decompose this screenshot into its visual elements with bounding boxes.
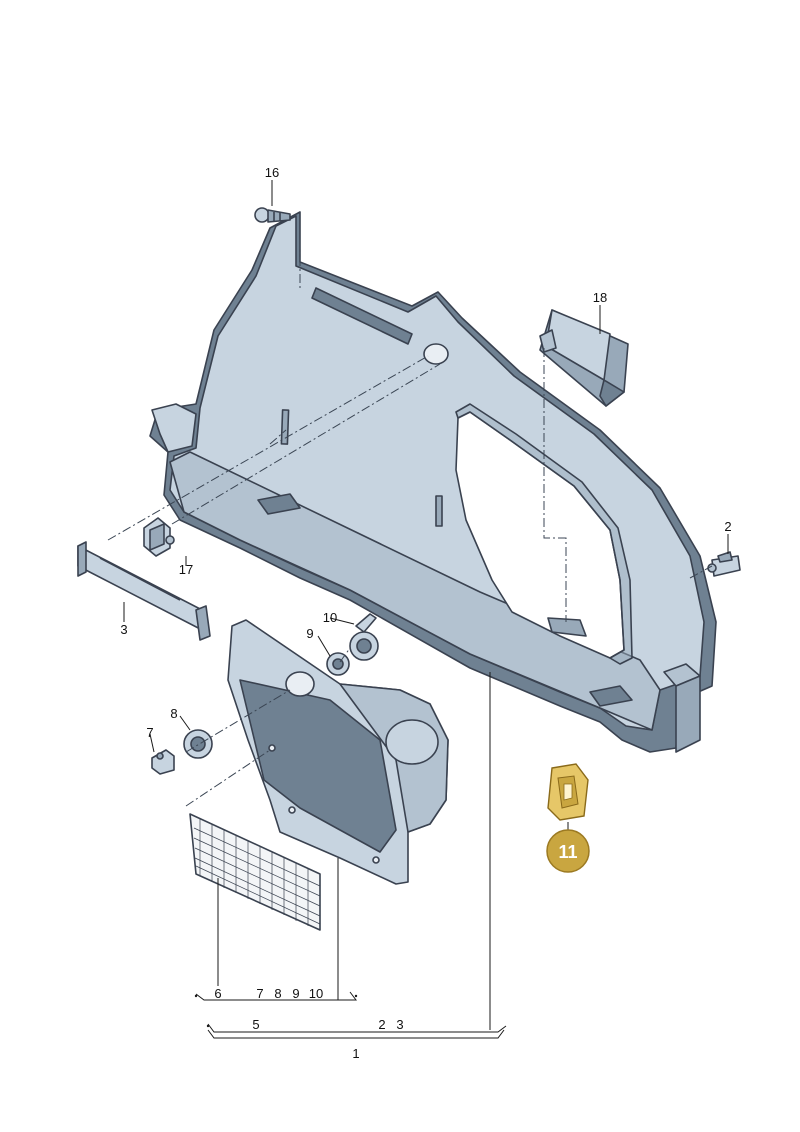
fastener-part-7[interactable] (151, 749, 175, 775)
bracket-label-6: 6 (214, 986, 221, 1001)
callout-3[interactable]: 3 (120, 622, 127, 637)
callout-17[interactable]: 17 (179, 562, 193, 577)
callout-18[interactable]: 18 (593, 290, 607, 305)
ring-part-9[interactable] (326, 652, 350, 676)
bracket-label-10: 10 (309, 986, 323, 1001)
callout-8[interactable]: 8 (170, 706, 177, 721)
bracket-label-7: 7 (256, 986, 263, 1001)
assembly-lines (107, 240, 713, 807)
highlighted-part-11[interactable] (547, 763, 589, 821)
bracket-label-8: 8 (274, 986, 281, 1001)
callout-16[interactable]: 16 (265, 165, 279, 180)
callout-labels: 16 18 2 17 3 10 9 8 7 6 7 8 9 10 5 2 3 1 (120, 165, 731, 1061)
strip-part-3[interactable] (77, 541, 211, 641)
bracket-label-2: 2 (378, 1017, 385, 1032)
grommet-part-8[interactable] (183, 729, 213, 759)
clip-part-2[interactable] (707, 551, 741, 577)
badge-label-11: 11 (558, 842, 577, 862)
bracket-part-18[interactable] (539, 309, 629, 407)
screw-part-16[interactable] (254, 207, 291, 223)
side-trim-panel[interactable] (149, 211, 717, 753)
assembly-brackets (194, 991, 507, 1039)
hook-part-10[interactable] (349, 613, 379, 661)
bracket-label-9: 9 (292, 986, 299, 1001)
callout-9[interactable]: 9 (306, 626, 313, 641)
bracket-label-3: 3 (396, 1017, 403, 1032)
bracket-label-5: 5 (252, 1017, 259, 1032)
callout-7[interactable]: 7 (146, 725, 153, 740)
callout-2[interactable]: 2 (724, 519, 731, 534)
highlight-badge-11[interactable]: 11 (546, 829, 590, 873)
cargo-net[interactable] (189, 813, 321, 931)
storage-tray[interactable] (227, 619, 449, 885)
leader-lines (123, 180, 729, 1030)
callout-10[interactable]: 10 (323, 610, 337, 625)
bracket-label-1: 1 (352, 1046, 359, 1061)
fastener-part-17[interactable] (143, 517, 175, 557)
